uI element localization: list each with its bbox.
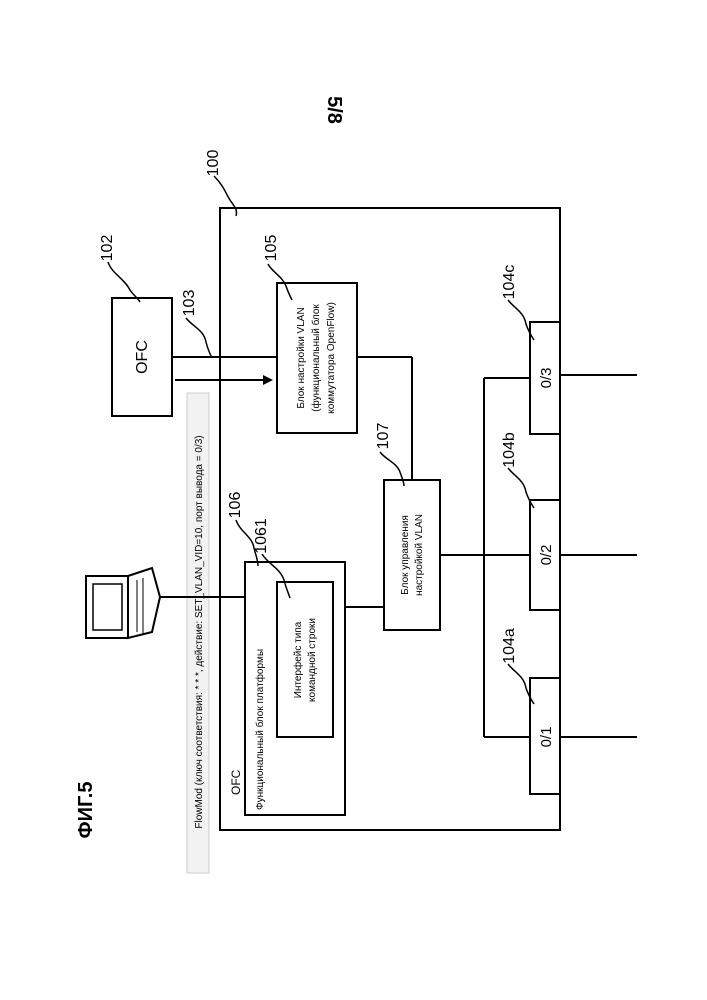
cli-line1: Интерфейс типа [292, 621, 304, 698]
vlan-control-block: Блок управления настройкой VLAN [384, 480, 440, 630]
flowmod-message: FlowMod (ключ соответствия: * * *, дейст… [187, 393, 209, 873]
figure-title: ФИГ.5 [75, 782, 97, 839]
ref-102: 102 [99, 235, 116, 262]
ofc-box: OFC [112, 298, 172, 416]
vlan-control-line2: настройкой VLAN [414, 514, 425, 596]
ref-1061: 1061 [253, 518, 270, 554]
ref-106: 106 [227, 492, 244, 519]
cli-block: Интерфейс типа командной строки [277, 582, 333, 737]
vlan-setting-line3: коммутатора OpenFlow) [326, 302, 337, 414]
page-number: 5/8 [323, 96, 345, 124]
ref-104b: 104b [501, 432, 518, 468]
vlan-setting-block: Блок настройки VLAN (функциональный блок… [277, 283, 357, 433]
ref-107: 107 [375, 423, 392, 450]
ref-103-leader [186, 318, 212, 358]
port-0-1: 0/1 [530, 678, 560, 794]
vlan-setting-line1: Блок настройки VLAN [296, 307, 307, 408]
port-0-2-label: 0/2 [538, 545, 555, 566]
laptop-icon [86, 568, 160, 638]
ref-104a: 104a [501, 628, 518, 664]
port-0-3: 0/3 [530, 322, 560, 434]
flowmod-text: FlowMod (ключ соответствия: * * *, дейст… [194, 435, 205, 828]
cli-line2: командной строки [307, 618, 318, 702]
platform-ofc-label: OFC [229, 769, 243, 795]
port-0-1-label: 0/1 [538, 727, 555, 748]
port-0-3-label: 0/3 [538, 368, 555, 389]
platform-label: Функциональный блок платформы [254, 649, 266, 810]
vlan-setting-line2: (функциональный блок [310, 304, 322, 412]
ref-105: 105 [263, 235, 280, 262]
ofc-label: OFC [134, 340, 151, 374]
ref-100: 100 [205, 150, 222, 177]
ref-102-leader [108, 262, 140, 302]
vlan-control-line1: Блок управления [400, 515, 411, 595]
ref-104c: 104c [501, 265, 518, 300]
port-0-2: 0/2 [530, 500, 560, 610]
ref-103: 103 [181, 290, 198, 317]
